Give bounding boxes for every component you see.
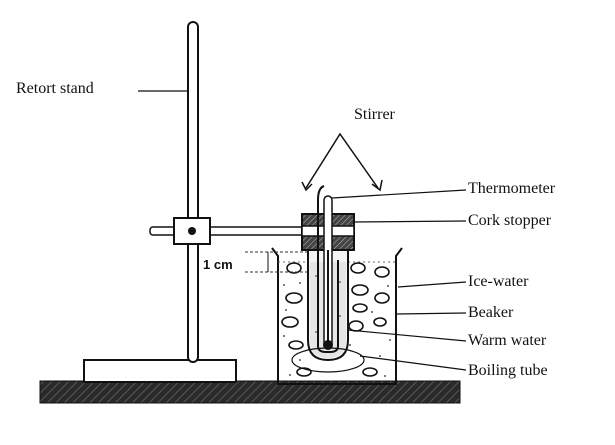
label-ice-water: Ice-water: [468, 273, 529, 290]
label-stirrer: Stirrer: [354, 106, 395, 123]
ice-pieces: [281, 262, 390, 377]
beaker: [271, 247, 403, 385]
label-beaker: Beaker: [468, 304, 514, 321]
gap-marker: [245, 251, 308, 273]
bath-bottom: [291, 347, 365, 373]
water-speckles: [283, 282, 391, 377]
bench: [39, 380, 461, 404]
label-warm-water: Warm water: [468, 332, 547, 349]
label-thermometer: Thermometer: [468, 180, 556, 197]
stirrer-arrow: [305, 132, 379, 189]
label-cork-stopper: Cork stopper: [468, 212, 552, 229]
label-boiling-tube: Boiling tube: [468, 362, 548, 379]
boss-screw: [188, 227, 196, 235]
leader-lines: [138, 90, 467, 371]
stand-base: [83, 359, 237, 383]
stand-rod: [187, 21, 199, 363]
label-gap-1cm: 1 cm: [203, 257, 233, 272]
label-retort-stand: Retort stand: [16, 80, 94, 97]
